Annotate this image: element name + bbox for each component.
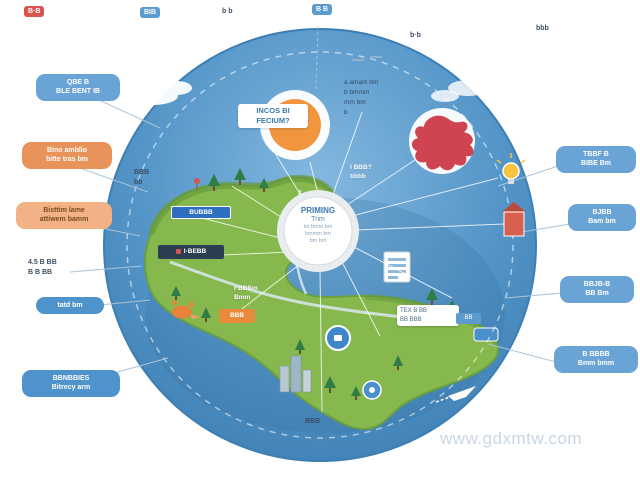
plane-icon (435, 386, 476, 403)
callout-line: Bino amblio (46, 147, 88, 154)
top-tiny-text-2: b·b (410, 32, 421, 39)
callout-line: BB Bm (585, 290, 609, 298)
sign-red-dot (175, 248, 181, 254)
callout-line: B B BB (28, 269, 53, 277)
topright-text-block: a amam bm b bmmm mm bm b (344, 78, 378, 118)
text-line: Bmm (234, 294, 251, 302)
hub-subtitle: Trim (311, 216, 325, 223)
callout-right-4: B BBBB Bmm bmm (554, 346, 638, 373)
text-line: TEX B BB (400, 308, 428, 314)
hub-text: PRIMING Trim im bmm bm bmmm bm bm bm (280, 206, 356, 245)
text-line: BBB (134, 169, 150, 176)
callout-left-4: 4.5 B BB B B BB (28, 258, 57, 278)
dashed-ring (126, 51, 514, 439)
text-line: BB BBB (400, 316, 422, 323)
callout-right-3: BBJB-B BB Bm (560, 276, 634, 303)
text-line: bb (134, 179, 143, 187)
text-line: FBBBm (234, 285, 258, 292)
bottom-dark-text: BBB (305, 418, 321, 425)
callout-line: B BBBB (582, 351, 610, 358)
callout-line: 4.5 B BB (28, 259, 57, 266)
callout-line: BLE BENT IB (56, 88, 100, 96)
island-white-text: FBBBm Bmm (234, 284, 258, 303)
sign-text: I·BEBB (183, 248, 207, 255)
wind-dashes (352, 56, 382, 61)
text-line: mm bm (344, 99, 366, 107)
text-line: I BBB? (350, 164, 372, 171)
flag-icon (194, 178, 200, 191)
callout-left-1: QBE B BLE BENT IB (36, 74, 120, 101)
top-badge-red: B·B (24, 6, 45, 17)
white-notice-sign: TEX B BB BB BBB (397, 305, 459, 327)
blue-tag: BB (456, 313, 481, 324)
callout-line: Bitrecy arm (51, 384, 91, 392)
callout-right-1: TBBF B BIBE Bm (556, 146, 636, 173)
callout-left-2: Bino amblio bitte tras bm (22, 142, 112, 169)
callout-line: TBBF B (583, 151, 609, 158)
top-tiny-text-3: bbb (536, 25, 549, 32)
hub-body-line: bm bm (309, 238, 327, 245)
callout-line: BBNBBIES (52, 375, 90, 382)
hub-body-line: im bmm bm (303, 224, 333, 230)
watermark: www.gdxmtw.com (440, 429, 583, 448)
dark-road-sign: I·BEBB (158, 245, 224, 259)
callout-line: Bisttim lame (43, 207, 85, 214)
callout-line: Bam bm (588, 218, 616, 226)
left-dark-text: BBB bb (134, 168, 149, 188)
bus-sign: BUBBB (171, 206, 231, 219)
callout-line: tatd bm (57, 302, 83, 309)
text-line: b (344, 109, 348, 117)
top-tiny-text-1: b b (222, 8, 233, 15)
top-badge-blue-2: B B (312, 4, 333, 15)
hub-body-line: bmmm bm (305, 231, 331, 238)
bulb-icon (496, 153, 526, 184)
red-map-icon (409, 108, 475, 174)
callout-left-5: tatd bm (36, 297, 104, 315)
callout-line: Bmm bmm (577, 360, 615, 368)
callout-right-2: BJBB Bam bm (568, 204, 636, 231)
text-line: a amam bm (344, 79, 379, 86)
factory-icon (383, 251, 411, 283)
callout-left-3: Bisttim lame attiwem bamm (16, 202, 112, 229)
orange-island-badge: BBB (219, 309, 255, 323)
red-building-icon (502, 202, 526, 237)
callout-line: BJBB (592, 209, 612, 216)
text-line: bbbb (350, 173, 366, 181)
incos-line: FECIUM? (256, 115, 290, 125)
callout-line: bitte tras bm (45, 156, 88, 164)
incos-line: INCOS BI (256, 106, 290, 115)
blue-chip-icon (473, 327, 499, 342)
callout-line: attiwem bamm (39, 216, 89, 224)
callout-line: BBJB-B (583, 281, 611, 288)
fox-icon (171, 299, 200, 319)
callout-line: BIBE Bm (581, 160, 611, 168)
hub-circle (277, 190, 359, 272)
buildings-icon (279, 355, 312, 393)
tree-icons (171, 168, 457, 400)
text-line: b bmmm (344, 89, 370, 97)
blue-marker-icons (325, 325, 382, 400)
top-badge-blue-1: BIB (140, 7, 161, 18)
near-hub-text: I BBB? bbbb (350, 163, 372, 182)
callout-left-6: BBNBBIES Bitrecy arm (22, 370, 120, 397)
hub-title: PRIMING (300, 206, 336, 215)
incos-label: INCOS BI FECIUM? (238, 104, 308, 128)
callout-line: QBE B (66, 79, 90, 86)
